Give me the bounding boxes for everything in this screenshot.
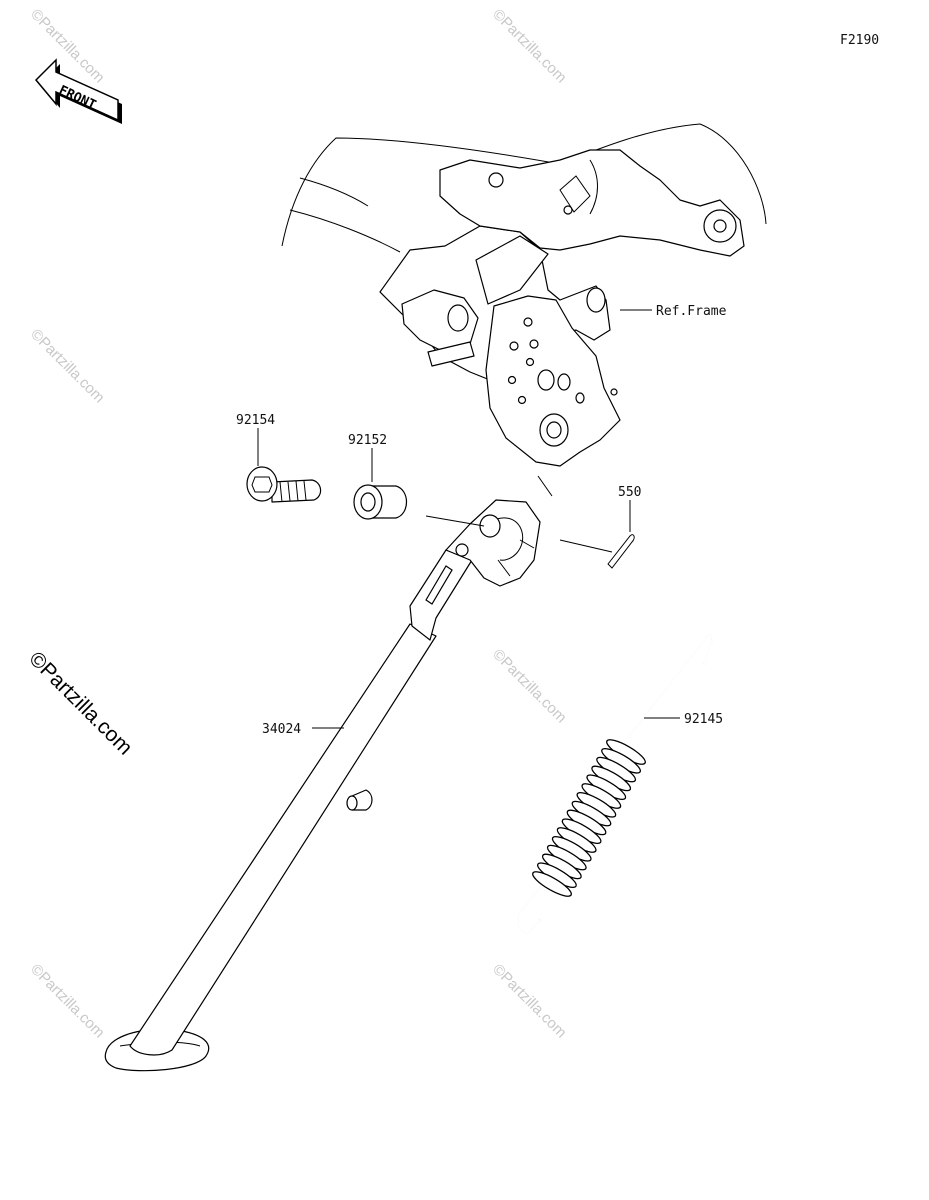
- callout-side-stand: 34024: [262, 722, 301, 737]
- callout-bushing: 92152: [348, 433, 387, 448]
- watermark: ©Partzilla.com: [27, 326, 108, 407]
- callout-bolt: 92154: [236, 413, 275, 428]
- bolt-92154: [246, 466, 322, 503]
- spring-92145: [516, 634, 714, 934]
- watermark: ©Partzilla.com: [489, 961, 570, 1042]
- spring-coil: [532, 871, 572, 897]
- watermark: ©Partzilla.com: [489, 646, 570, 727]
- callout-cotter-pin: 550: [618, 485, 641, 500]
- watermark-large: ©Partzilla.com: [24, 647, 136, 759]
- cotter-pin-550: [607, 534, 635, 569]
- watermark: ©Partzilla.com: [27, 6, 108, 87]
- callout-spring: 92145: [684, 712, 723, 727]
- leader-line: [537, 475, 553, 497]
- watermark: ©Partzilla.com: [489, 6, 570, 87]
- diagram-code: F2190: [840, 33, 879, 48]
- leader-line: [559, 539, 613, 553]
- leader-line: [425, 515, 485, 527]
- bushing-92152: [353, 484, 408, 520]
- frame-reference: [281, 123, 767, 467]
- watermark: ©Partzilla.com: [27, 961, 108, 1042]
- side-stand-34024: [104, 499, 541, 1072]
- callout-ref-frame: Ref.Frame: [656, 304, 727, 319]
